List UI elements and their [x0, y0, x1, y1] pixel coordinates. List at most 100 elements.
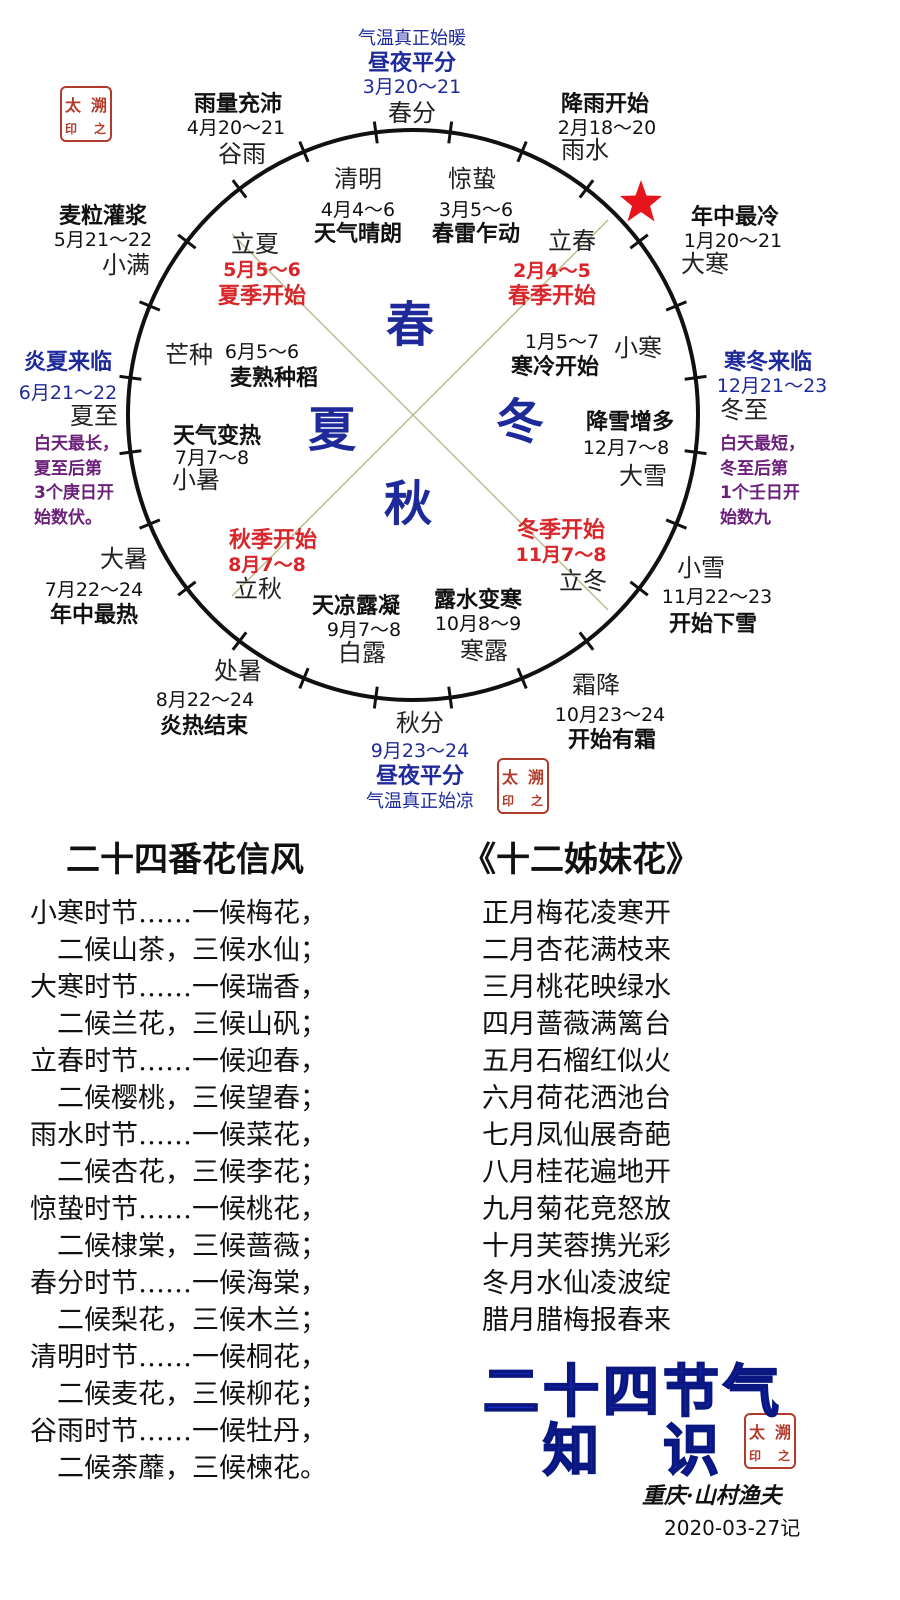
lichun-term: 立春	[548, 227, 596, 255]
wheel-ticks	[119, 121, 707, 709]
lichun-desc: 春季开始	[507, 284, 597, 309]
xiazhi-head: 炎夏来临	[23, 350, 113, 375]
seal-char: 之	[530, 794, 543, 808]
seal-char: 之	[93, 122, 106, 136]
wheel-tick	[578, 631, 595, 651]
poem-line: 清明时节……一候桐花，	[30, 1342, 327, 1373]
guyu-term: 谷雨	[218, 140, 266, 168]
poem-line: 大寒时节……一候瑞香，	[30, 972, 327, 1003]
qiufen-term: 秋分	[396, 709, 444, 737]
poem-line: 二月杏花满枝来	[482, 935, 671, 966]
lixia-desc: 夏季开始	[217, 284, 307, 309]
wheel-tick	[231, 631, 248, 651]
seal-char: 太	[65, 96, 82, 115]
poem-line: 谷雨时节……一候牡丹，	[30, 1416, 327, 1447]
poem-line: 八月桂花遍地开	[482, 1157, 671, 1188]
yushui-desc: 降雨开始	[560, 92, 650, 117]
jingzhe-term: 惊蛰	[448, 165, 496, 193]
xiazhi-date: 6月21～22	[18, 382, 118, 404]
summer-solstice-note: 白天最长， 夏至后第 3个庚日开 始数伏。	[34, 434, 119, 528]
chunfen-above: 气温真正始暖	[358, 28, 466, 49]
wheel-tick	[119, 374, 142, 381]
wheel-tick	[177, 580, 197, 597]
wheel-tick	[684, 374, 707, 381]
yushui-term: 雨水	[561, 136, 609, 164]
shuangjiang-desc: 开始有霜	[567, 728, 657, 753]
poem-line: 二候棣棠，三候蔷薇；	[30, 1231, 327, 1262]
signature: 重庆·山村渔夫	[642, 1483, 782, 1509]
xiaoshu-desc: 天气变热	[172, 424, 262, 449]
seal-char: 印	[65, 122, 78, 136]
lixia-term: 立夏	[231, 230, 279, 258]
poem-line: 二候梨花，三候木兰；	[30, 1305, 327, 1336]
chunfen-date: 3月20～21	[362, 76, 462, 98]
flower-wind-title: 二十四番花信风	[66, 840, 304, 880]
qiufen-mid: 昼夜平分	[375, 764, 465, 789]
liqiu-term: 立秋	[234, 575, 282, 603]
poem-line: 七月凤仙展奇葩	[482, 1120, 671, 1151]
mangzhong-date: 6月5～6	[224, 341, 300, 363]
xiaohan-term: 小寒	[614, 334, 662, 362]
lidong-date: 11月7～8	[515, 544, 607, 566]
wheel-tick	[516, 140, 528, 163]
seal-char: 印	[749, 1449, 762, 1463]
footer-date: 2020-03-27记	[664, 1516, 801, 1540]
seal-char: 太	[749, 1423, 766, 1442]
seal-stamp-top-left: 太 溯 印 之	[60, 86, 112, 142]
season-spring: 春	[385, 297, 435, 353]
poem-line: 春分时节……一候海棠，	[30, 1268, 327, 1299]
shuangjiang-term: 霜降	[572, 671, 620, 699]
seal-stamp-middle: 太 溯 印 之	[497, 758, 549, 814]
qingming-term: 清明	[334, 165, 382, 193]
poem-line: 二候麦花，三候柳花；	[30, 1379, 327, 1410]
wheel-tick	[372, 121, 379, 144]
poem-line: 惊蛰时节……一候桃花，	[30, 1194, 327, 1225]
xiaoman-desc: 麦粒灌浆	[58, 204, 148, 229]
dahan-date: 1月20～21	[683, 230, 783, 252]
chushu-term: 处暑	[214, 657, 262, 685]
diagonal-line-2	[231, 219, 609, 597]
seal-char: 之	[777, 1449, 790, 1463]
seal-char: 溯	[774, 1423, 791, 1442]
chunfen-term: 春分	[388, 99, 436, 127]
shuangjiang-date: 10月23～24	[554, 704, 666, 726]
xiaoman-term: 小满	[102, 251, 150, 279]
seal-char: 太	[502, 768, 519, 787]
wheel-tick	[578, 179, 595, 199]
mangzhong-term: 芒种	[165, 341, 213, 369]
hanlu-date: 10月8～9	[434, 613, 522, 635]
star-icon	[620, 180, 662, 222]
diagonal-line-1	[231, 233, 609, 611]
jingzhe-desc: 春雷乍动	[431, 222, 521, 247]
qingming-desc: 天气晴朗	[313, 222, 403, 247]
dahan-term: 大寒	[681, 250, 729, 278]
wheel-tick	[138, 518, 161, 530]
big-title: 二十四节气 知 识	[482, 1360, 783, 1484]
solar-terms-wheel	[119, 121, 707, 709]
poem-line: 立春时节……一候迎春，	[30, 1046, 327, 1077]
seal-stamp-bottom-right: 太 溯 印 之	[744, 1413, 796, 1469]
liqiu-desc: 秋季开始	[228, 528, 318, 553]
wheel-circle	[126, 128, 700, 702]
xiaoxue-date: 11月22～23	[661, 586, 773, 608]
jingzhe-date: 3月5～6	[438, 199, 514, 221]
yushui-date: 2月18～20	[557, 117, 657, 139]
xiaoshu-term: 小暑	[172, 466, 220, 494]
poem-line: 五月石榴红似火	[482, 1046, 671, 1077]
dashu-desc: 年中最热	[49, 603, 139, 628]
daxue-date: 12月7～8	[582, 437, 670, 459]
poem-line: 二候樱桃，三候望春；	[30, 1083, 327, 1114]
dashu-term: 大暑	[100, 545, 148, 573]
wheel-tick	[119, 449, 142, 456]
season-summer: 夏	[307, 402, 357, 458]
daxue-desc: 降雪增多	[585, 410, 675, 435]
lidong-desc: 冬季开始	[516, 518, 606, 543]
xiaoman-date: 5月21～22	[53, 229, 153, 251]
wheel-tick	[177, 233, 197, 250]
xiaoshu-date: 7月7～8	[174, 447, 250, 469]
wheel-tick	[298, 140, 310, 163]
dongzhi-term: 冬至	[720, 396, 768, 424]
wheel-tick	[684, 449, 707, 456]
poem-line: 九月菊花竞怒放	[482, 1194, 671, 1225]
xiaoxue-desc: 开始下雪	[668, 612, 758, 637]
